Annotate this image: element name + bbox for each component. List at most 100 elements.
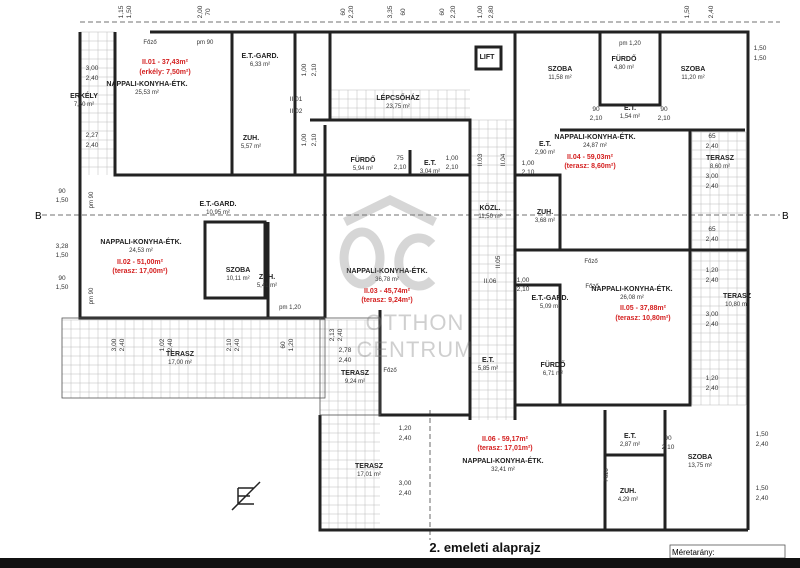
dimension-label: 2,20	[348, 5, 355, 18]
room-name: NAPPALI-KONYHA-ÉTK.	[591, 284, 672, 293]
room-name: KÖZL.	[480, 203, 501, 212]
dimension-label: 2,78	[339, 347, 352, 354]
dimension-label: 3,00	[706, 311, 719, 318]
note-label: Főző	[143, 40, 157, 46]
room-name: NAPPALI-KONYHA-ÉTK.	[346, 266, 427, 275]
room-area: 11,50 m²	[478, 214, 501, 220]
room-name: SZOBA	[548, 66, 573, 73]
dimension-label: 65	[708, 133, 716, 140]
room-name: NAPPALI-KONYHA-ÉTK.	[106, 79, 187, 88]
note-label: pm 90	[197, 40, 214, 46]
note-label: pm 1,20	[279, 305, 301, 311]
dimension-label: 3,35	[387, 5, 394, 18]
room-name: E.T.-GARD.	[200, 201, 237, 208]
room-area: 3,04 m²	[420, 169, 440, 175]
room-area: 3,68 m²	[535, 218, 555, 224]
dimension-label: 60	[340, 8, 347, 16]
room-name: FÜRDŐ	[612, 54, 637, 63]
note-label: pm 1,20	[619, 41, 641, 47]
dimension-label: II.02	[290, 108, 303, 115]
room-area: 13,75 m²	[688, 463, 712, 469]
room-name: ZUH.	[537, 209, 553, 216]
bottom-bar	[0, 558, 800, 568]
room-name: LIFT	[480, 54, 495, 61]
scale-label: Méretarány:	[672, 548, 715, 557]
room-area: 26,08 m²	[620, 295, 644, 301]
room-name: E.T.-GARD.	[242, 53, 279, 60]
dimension-label: II.06	[484, 278, 497, 285]
room-name: FÜRDŐ	[351, 155, 376, 164]
dimension-label: 2,20	[450, 5, 457, 18]
dimension-label: 60	[439, 8, 446, 16]
page-title: 2. emeleti alaprajz	[429, 540, 541, 555]
unit-area: II.02 - 51,00m²	[117, 259, 164, 266]
dimension-label: 2,10	[517, 286, 530, 293]
walls	[78, 30, 750, 532]
room-area: 23,75 m²	[386, 104, 410, 110]
dimension-label: 2,40	[399, 435, 412, 442]
dimension-label: 90	[660, 106, 668, 113]
room-area: 2,90 m²	[535, 150, 555, 156]
dimension-label: 2,40	[167, 338, 174, 351]
dimension-label: 1,00	[517, 277, 530, 284]
dimension-label: 2,10	[658, 115, 671, 122]
unit-extra: (terasz: 10,80m²)	[615, 315, 670, 322]
unit-area: II.01 - 37,43m²	[142, 59, 189, 66]
watermark-logo: OTTHON CENTRUM	[339, 194, 473, 362]
room-name: NAPPALI-KONYHA-ÉTK.	[554, 132, 635, 141]
dimension-label: 90	[58, 275, 66, 282]
dimension-label: 2,40	[756, 495, 769, 502]
dimension-label: 90	[592, 106, 600, 113]
dimension-label: 1,50	[126, 5, 133, 18]
room-name: TERASZ	[723, 293, 752, 300]
dimension-label: 60	[400, 8, 407, 16]
dimension-label: 2,40	[337, 328, 344, 341]
dimension-label: 2,10	[662, 444, 675, 451]
room-area: 5,41 m²	[257, 283, 277, 289]
room-name: TERASZ	[355, 463, 384, 470]
room-name: LÉPCSŐHÁZ	[376, 93, 420, 102]
dimension-label: 3,00	[111, 338, 118, 351]
dimension-label: 2,40	[706, 236, 719, 243]
terrace-ii03-outline	[319, 317, 381, 416]
dimension-label: 2,40	[119, 338, 126, 351]
dimension-label: 1,50	[56, 284, 69, 291]
room-area: 24,53 m²	[129, 248, 153, 254]
dimension-label: 1,50	[56, 197, 69, 204]
dimension-label: 3,00	[86, 65, 99, 72]
dimension-label: 1,50	[756, 485, 769, 492]
unit-area: II.06 - 59,17m²	[482, 436, 529, 443]
room-area: 6,33 m²	[250, 62, 270, 68]
room-area: 11,58 m²	[548, 75, 571, 81]
dimension-label: 3,00	[706, 173, 719, 180]
dimension-label: 2,40	[339, 357, 352, 364]
dimension-label: 2,40	[706, 385, 719, 392]
room-name: NAPPALI-KONYHA-ÉTK.	[462, 456, 543, 465]
note-label: Főző	[383, 368, 397, 374]
dimension-label: 2,13	[329, 328, 336, 341]
room-name: E.T.	[624, 105, 636, 112]
dimension-label: 2,40	[86, 75, 99, 82]
room-name: TERASZ	[166, 351, 195, 358]
room-name: TERASZ	[706, 155, 735, 162]
room-area: 5,85 m²	[478, 366, 498, 372]
dimension-label: II.05	[495, 255, 502, 268]
dimension-label: II.03	[477, 153, 484, 166]
north-arrow-icon	[231, 481, 261, 511]
room-area: 8,60 m²	[710, 164, 730, 170]
dimension-label: 1,50	[754, 45, 767, 52]
watermark-line1: OTTHON	[366, 310, 465, 335]
room-area: 10,80 m²	[725, 302, 749, 308]
section-marker-right: B	[782, 211, 789, 222]
dimension-label: 1,20	[399, 425, 412, 432]
dimension-label: 1,20	[706, 267, 719, 274]
room-name: SZOBA	[226, 267, 251, 274]
room-name: E.T.	[482, 357, 494, 364]
dimension-label: 1,20	[706, 375, 719, 382]
note-label: Főző	[604, 468, 610, 482]
room-area: 1,54 m²	[620, 114, 640, 120]
note-label: pm 90	[89, 191, 95, 208]
dimension-label: 65	[708, 226, 716, 233]
room-area: 9,24 m²	[345, 379, 365, 385]
